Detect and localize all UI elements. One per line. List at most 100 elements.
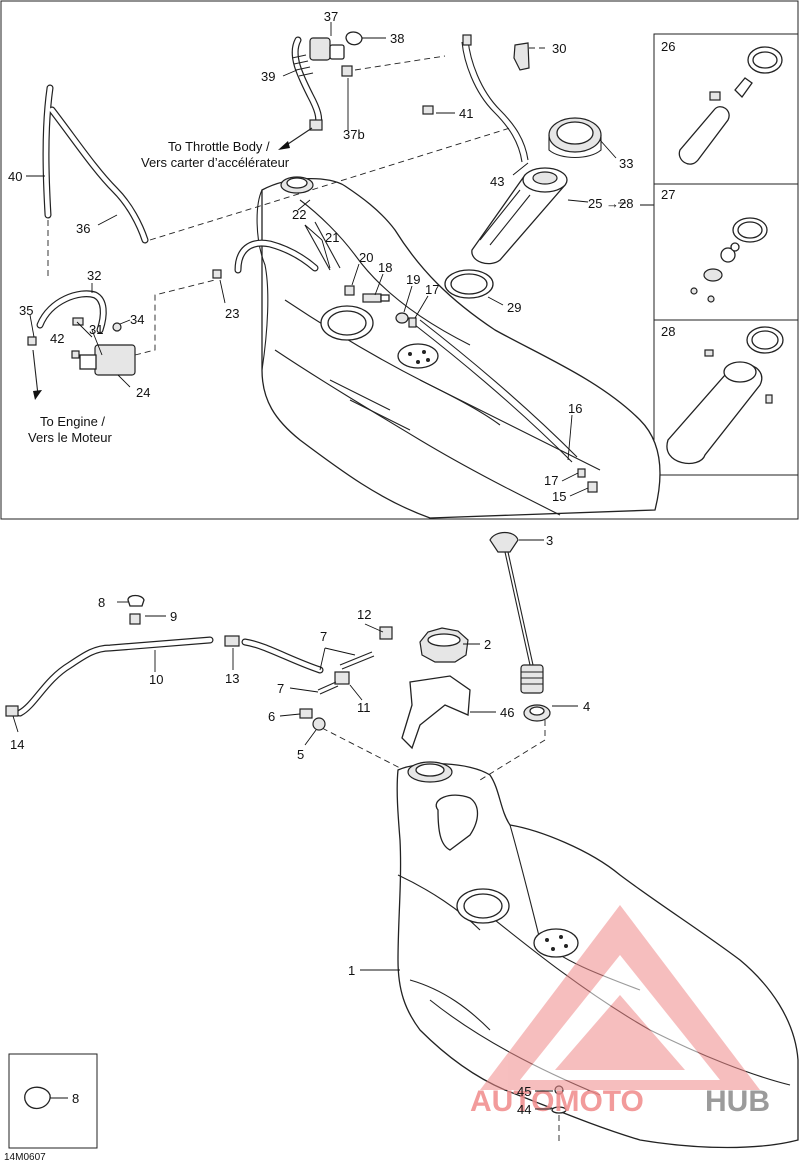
hose-7b [317, 681, 339, 695]
leader-lines [12, 22, 626, 1110]
detail-27-parts [690, 217, 768, 303]
label-32: 32 [87, 268, 101, 283]
engine-note-line1: To Engine / [40, 414, 105, 429]
fuel-cap-2 [419, 627, 469, 663]
label-6: 6 [268, 709, 275, 724]
label-37b: 37b [343, 127, 365, 142]
label-25-arrow: → [606, 196, 619, 211]
vent-line-10 [16, 636, 324, 717]
clamp-23 [212, 269, 222, 279]
pump-line-link [149, 127, 511, 241]
clamp-20 [344, 285, 355, 296]
clip-8 [127, 594, 145, 607]
throttle-arrow-head [278, 141, 290, 150]
label-46: 46 [500, 705, 514, 720]
label-17b: 17 [544, 473, 558, 488]
label-12: 12 [357, 607, 371, 622]
label-8b: 8 [72, 1091, 79, 1106]
clip-17b [577, 468, 586, 478]
fuel-gauge-3 [489, 531, 544, 694]
diagram-code: 14M0607 [4, 1152, 46, 1163]
label-33: 33 [619, 156, 633, 171]
upper-fuel-tank-drawing [256, 176, 661, 519]
label-15: 15 [552, 489, 566, 504]
inset-clip-8 [24, 1086, 51, 1110]
label-35: 35 [19, 303, 33, 318]
label-20: 20 [359, 250, 373, 265]
label-17a: 17 [425, 282, 439, 297]
throttle-arrow [284, 127, 313, 147]
throttle-note-line1: To Throttle Body / [168, 139, 270, 154]
label-29: 29 [507, 300, 521, 315]
label-41: 41 [459, 106, 473, 121]
fitting-15 [587, 481, 598, 493]
label-2: 2 [484, 637, 491, 652]
label-1: 1 [348, 963, 355, 978]
label-25: 25 [588, 196, 602, 211]
screw-9 [129, 613, 141, 625]
label-10: 10 [149, 672, 163, 687]
label-28-box: 28 [661, 324, 675, 339]
connector-37b [309, 119, 323, 131]
label-45: 45 [517, 1084, 531, 1099]
label-42: 42 [50, 331, 64, 346]
label-26: 26 [661, 39, 675, 54]
throttle-note-line2: Vers carter d’accélérateur [141, 155, 290, 170]
washer-44 [551, 1106, 567, 1114]
clip-30 [513, 42, 530, 71]
grommet-19 [395, 312, 409, 324]
label-43: 43 [490, 174, 504, 189]
fitting-14 [5, 705, 19, 717]
engine-arrow [32, 349, 39, 396]
hose-39 [291, 36, 323, 129]
watermark-text-a: AUTOMOTO [470, 1085, 644, 1118]
label-21: 21 [325, 230, 339, 245]
bracket-46 [401, 675, 471, 750]
detail-26-parts [678, 46, 783, 165]
label-40: 40 [8, 169, 22, 184]
clamp-38 [345, 31, 363, 46]
valve-link [134, 279, 216, 356]
label-27: 27 [661, 187, 675, 202]
fuel-pump-25 [471, 167, 568, 265]
label-5: 5 [297, 747, 304, 762]
throttle-line-link [354, 55, 446, 71]
fitting-18 [362, 293, 390, 303]
clamp-6 [299, 708, 313, 719]
engine-arrow-head [33, 390, 42, 400]
watermark-logo [480, 905, 760, 1090]
vent-hose-23 [234, 239, 319, 274]
detail-28-parts [666, 326, 784, 465]
bracket-link [479, 720, 546, 781]
label-19: 19 [406, 272, 420, 287]
label-34: 34 [130, 312, 144, 327]
label-7b: 7 [277, 681, 284, 696]
hose-7a [339, 651, 375, 670]
label-7a: 7 [320, 629, 327, 644]
valve-assembly-24 [27, 290, 136, 376]
label-11: 11 [357, 700, 371, 715]
label-36: 36 [76, 221, 90, 236]
fitting-12 [379, 626, 393, 640]
label-37: 37 [324, 9, 338, 24]
label-13: 13 [225, 671, 239, 686]
label-44: 44 [517, 1102, 531, 1117]
clip-17a [408, 317, 417, 328]
fuel-line-43 [461, 34, 529, 163]
tee-11 [334, 671, 350, 685]
gasket-29 [444, 269, 494, 299]
connector-37 [309, 37, 353, 77]
label-8a: 8 [98, 595, 105, 610]
inset-box-8 [8, 1053, 98, 1149]
lock-ring-33 [548, 117, 602, 159]
label-28-arrow: 28 [619, 196, 633, 211]
grommet-5 [312, 717, 326, 731]
label-4: 4 [583, 699, 590, 714]
watermark-text-b: HUB [705, 1085, 770, 1118]
label-3: 3 [546, 533, 553, 548]
label-22: 22 [292, 207, 306, 222]
label-9: 9 [170, 609, 177, 624]
label-18: 18 [378, 260, 392, 275]
fitting-13 [224, 635, 240, 647]
label-31: 31 [89, 322, 103, 337]
